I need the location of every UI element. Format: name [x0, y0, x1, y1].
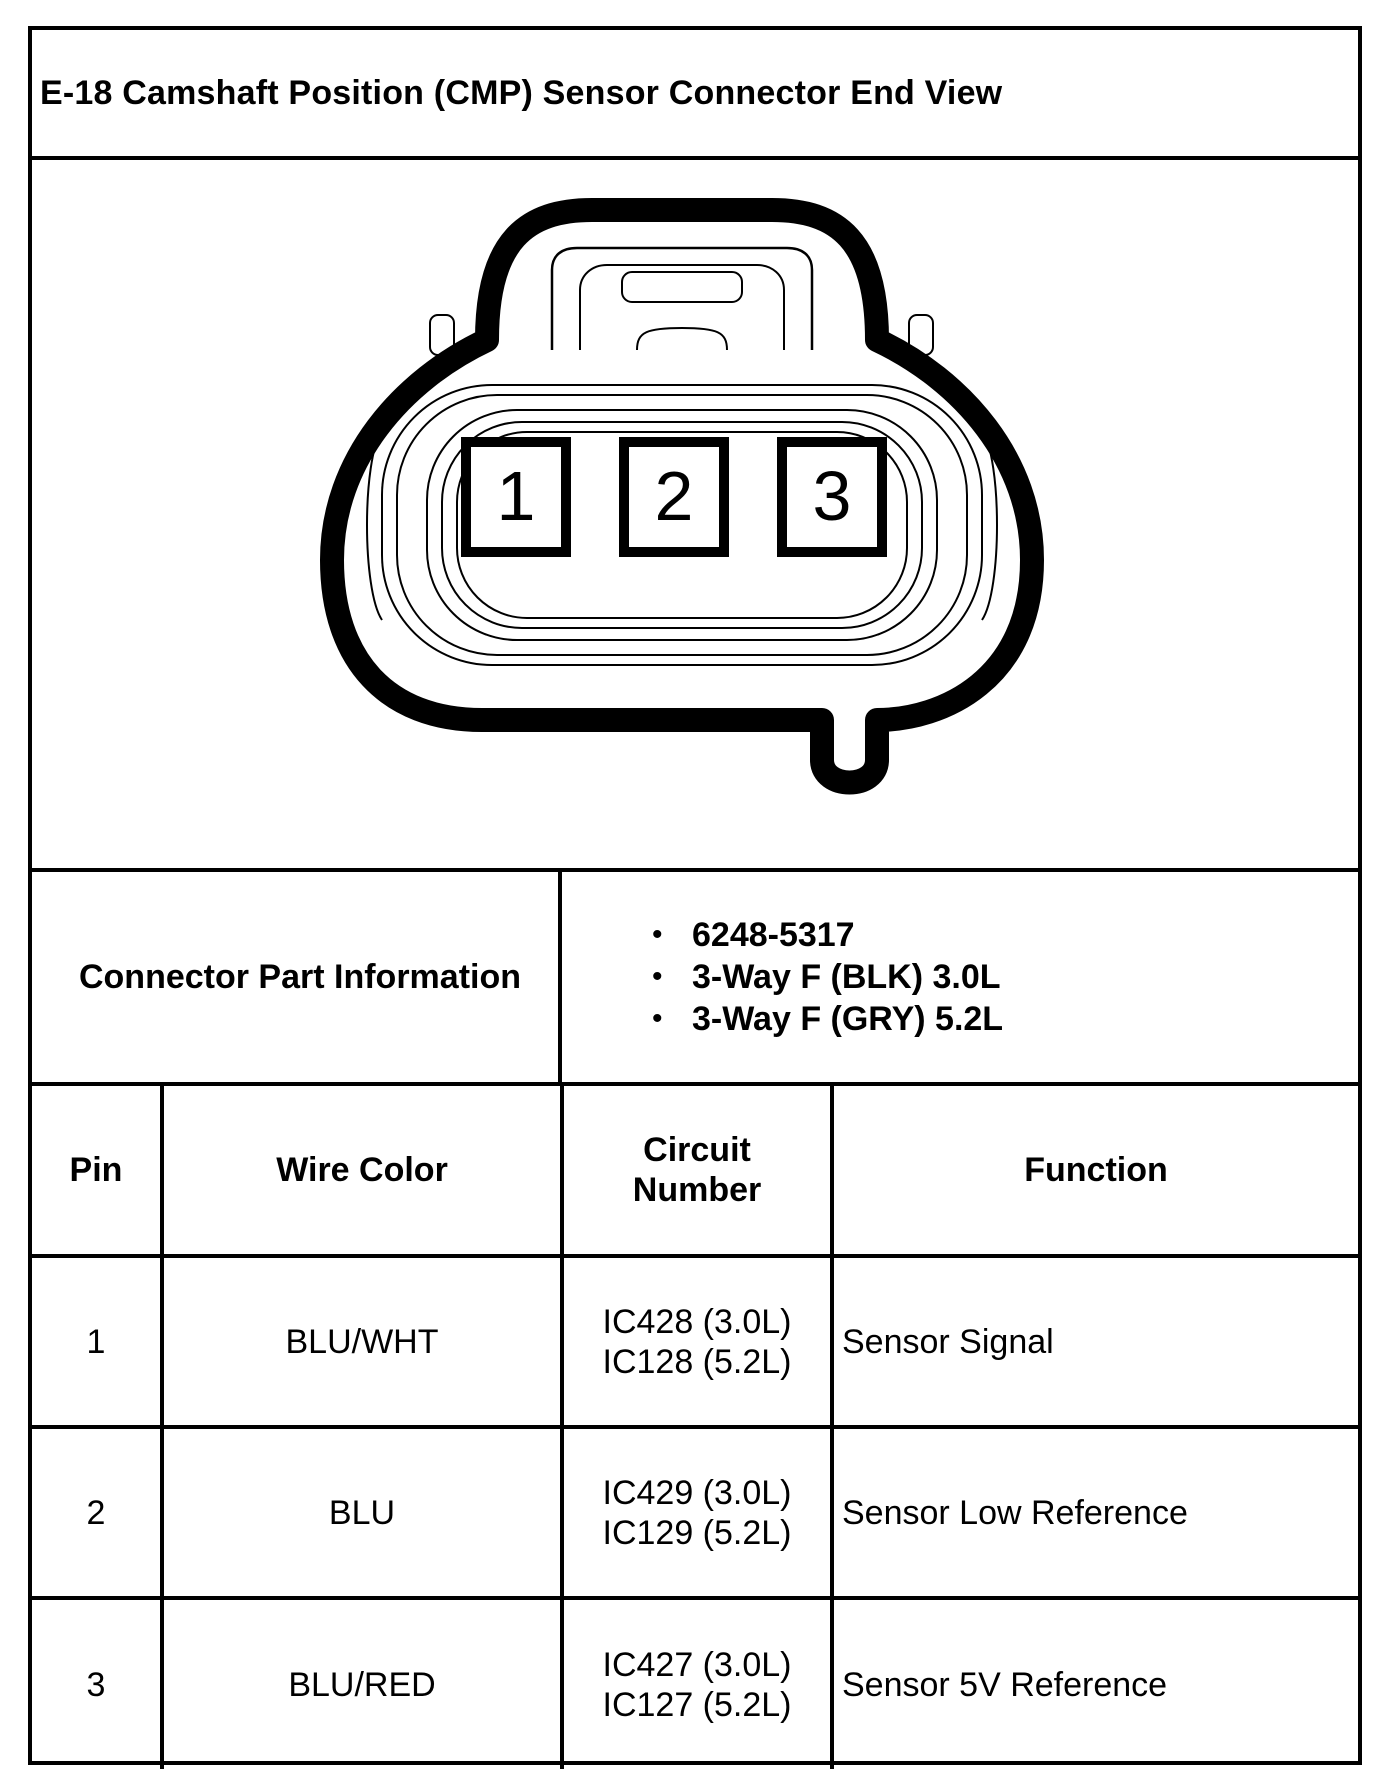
- circuit-number-cell: IC427 (3.0L) IC127 (5.2L): [560, 1596, 834, 1769]
- housing-ridge-middle: [396, 394, 968, 656]
- circuit-number-cell: IC428 (3.0L) IC128 (5.2L): [560, 1254, 834, 1429]
- wire-color-column-header: Wire Color: [160, 1086, 564, 1258]
- table-row: 1 BLU/WHT IC428 (3.0L) IC128 (5.2L) Sens…: [32, 1254, 1358, 1429]
- connector-diagram: 1 2 3: [32, 160, 1358, 872]
- pin-table: Pin Wire Color Circuit Number Function 1…: [32, 1086, 1358, 1769]
- function-cell: Sensor Low Reference: [830, 1425, 1358, 1600]
- title-row: E-18 Camshaft Position (CMP) Sensor Conn…: [32, 30, 1358, 160]
- left-rib: [366, 429, 383, 621]
- pin-column-header: Pin: [32, 1086, 164, 1258]
- housing-ridge-inner: [426, 409, 938, 641]
- terminal-cavity-outline: [441, 421, 923, 629]
- part-info-item: 6248-5317: [652, 914, 1358, 956]
- connector-part-info-list: 6248-5317 3-Way F (BLK) 3.0L 3-Way F (GR…: [562, 872, 1358, 1082]
- housing-ridge-outer: [381, 384, 983, 666]
- circuit-number-cell: IC429 (3.0L) IC129 (5.2L): [560, 1425, 834, 1600]
- pin-cell: 2: [32, 1425, 164, 1600]
- latch-grip: [621, 271, 743, 303]
- table-row: 3 BLU/RED IC427 (3.0L) IC127 (5.2L) Sens…: [32, 1596, 1358, 1769]
- connector-part-info-label: Connector Part Information: [32, 872, 562, 1082]
- part-info-item: 3-Way F (GRY) 5.2L: [652, 998, 1358, 1040]
- latch-inner-line: [579, 264, 785, 350]
- pin-label-3: 3: [813, 457, 852, 535]
- connector-sheet: E-18 Camshaft Position (CMP) Sensor Conn…: [28, 26, 1362, 1769]
- latch-hook: [636, 326, 728, 351]
- pin-cell: 3: [32, 1596, 164, 1769]
- circuit-number-column-header: Circuit Number: [560, 1086, 834, 1258]
- pin-label-1: 1: [497, 457, 536, 535]
- pin-cell: 1: [32, 1254, 164, 1429]
- wire-color-cell: BLU/WHT: [160, 1254, 564, 1429]
- function-cell: Sensor Signal: [830, 1254, 1358, 1429]
- table-row: 2 BLU IC429 (3.0L) IC129 (5.2L) Sensor L…: [32, 1425, 1358, 1600]
- connector-latch: [550, 246, 814, 350]
- wire-color-cell: BLU: [160, 1425, 564, 1600]
- part-info-item: 3-Way F (BLK) 3.0L: [652, 956, 1358, 998]
- connector-end-view-drawing: 1 2 3: [320, 198, 1044, 795]
- page-title: E-18 Camshaft Position (CMP) Sensor Conn…: [40, 73, 1003, 112]
- pin-cavity-2: 2: [619, 437, 729, 557]
- right-rib: [981, 429, 998, 621]
- function-cell: Sensor 5V Reference: [830, 1596, 1358, 1769]
- function-column-header: Function: [830, 1086, 1358, 1258]
- pin-cavity-3: 3: [777, 437, 887, 557]
- wire-color-cell: BLU/RED: [160, 1596, 564, 1769]
- connector-part-info-row: Connector Part Information 6248-5317 3-W…: [32, 872, 1358, 1086]
- pin-table-header-row: Pin Wire Color Circuit Number Function: [32, 1086, 1358, 1258]
- terminal-cavity-inner: [456, 431, 908, 619]
- pin-cavity-1: 1: [461, 437, 571, 557]
- pin-label-2: 2: [655, 457, 694, 535]
